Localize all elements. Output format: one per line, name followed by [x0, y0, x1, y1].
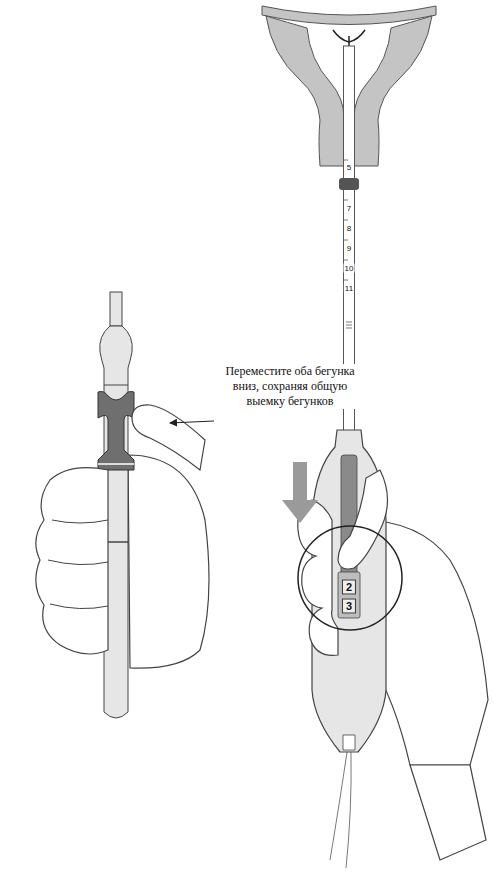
tick	[344, 220, 348, 221]
tick	[344, 160, 348, 161]
tick	[344, 200, 348, 201]
flange	[339, 178, 359, 190]
uterus-wall	[266, 16, 344, 166]
leader-line	[170, 421, 214, 423]
handle-tip	[343, 735, 355, 750]
groove	[104, 385, 128, 386]
glove-thumb	[132, 405, 205, 470]
fundus-band	[262, 6, 436, 25]
glove-cuff	[410, 765, 486, 860]
scale-number: 8	[346, 224, 352, 233]
tick	[346, 322, 352, 323]
scale-number: 9	[346, 244, 352, 253]
slider	[338, 572, 360, 618]
finger-lines	[48, 520, 108, 609]
glove-palm	[128, 455, 209, 668]
scale-number: 5	[346, 163, 352, 172]
thread	[346, 752, 351, 868]
slider-number: 3	[342, 599, 356, 614]
scale-number: 11	[344, 284, 354, 293]
uterus-wall	[354, 16, 432, 166]
inserter-tube	[110, 292, 122, 326]
slider-notch	[98, 463, 134, 465]
scale-number: 10	[344, 264, 355, 273]
scale-number: 7	[346, 204, 352, 213]
direction-arrow	[282, 462, 318, 523]
scale-ticks	[344, 160, 352, 328]
glove-thumb	[338, 470, 388, 569]
callout-text: Переместите оба бегунка вниз, сохраняя о…	[220, 364, 360, 409]
tick	[344, 260, 348, 261]
glove-fist	[36, 468, 108, 654]
tick	[344, 280, 348, 281]
thread	[330, 752, 347, 860]
magnifier-circle	[298, 526, 402, 630]
tick	[344, 240, 348, 241]
tick	[346, 325, 352, 326]
slider	[98, 392, 134, 471]
tick	[346, 328, 352, 329]
slider-number: 2	[342, 580, 356, 595]
glove-fingers	[298, 500, 338, 655]
